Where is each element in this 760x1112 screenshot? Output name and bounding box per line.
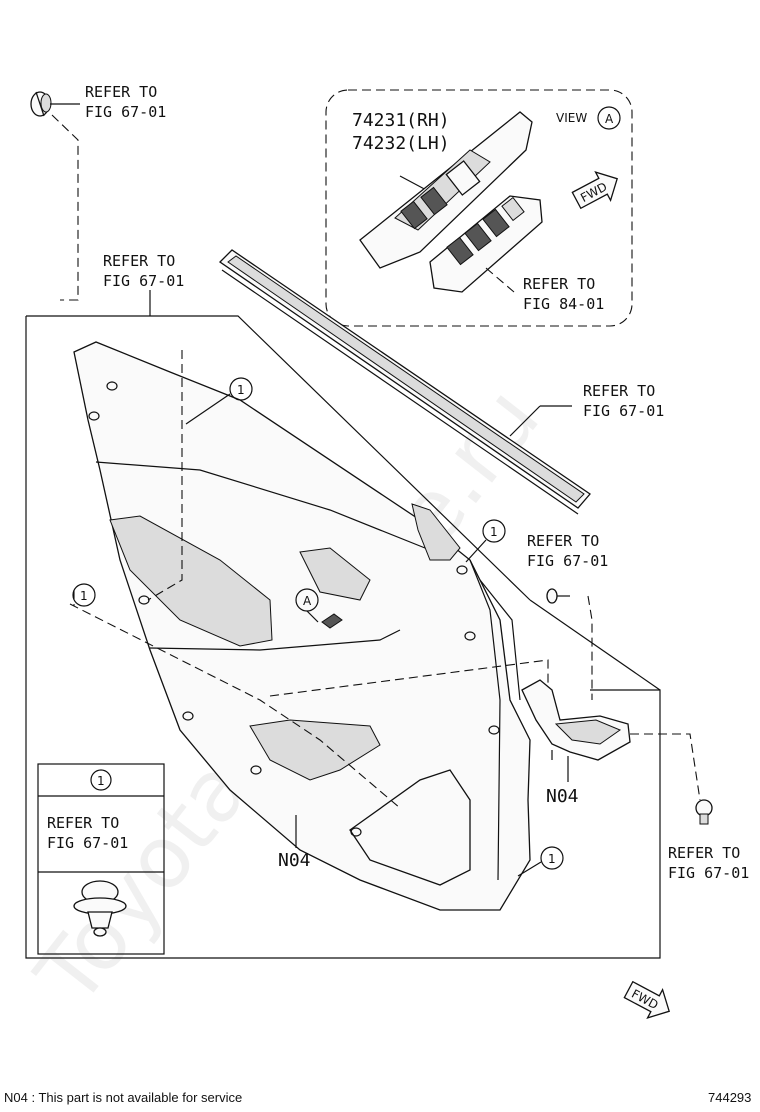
refer-bottom-right-line2: FIG 67-01 — [668, 864, 749, 882]
circle-1-upper: 1 — [229, 377, 253, 401]
refer-clip-top-line2: FIG 67-01 — [85, 103, 166, 121]
belt-weatherstrip — [218, 249, 591, 515]
view-a-circle — [597, 106, 621, 130]
svg-text:1: 1 — [548, 852, 556, 866]
fwd-arrow-bottom: FWD — [623, 980, 671, 1019]
refer-clip-top-line1: REFER TO — [85, 83, 157, 101]
svg-text:A: A — [303, 594, 312, 608]
refer-weatherstrip-line1: REFER TO — [583, 382, 655, 400]
refer-switch-line2: FIG 84-01 — [523, 295, 604, 313]
legend-text-line1: REFER TO — [47, 814, 119, 832]
svg-text:1: 1 — [80, 589, 88, 603]
clip-top-left — [30, 91, 52, 117]
refer-weatherstrip-line2: FIG 67-01 — [583, 402, 664, 420]
power-window-switch-panel — [359, 111, 533, 269]
svg-text:1: 1 — [237, 383, 245, 397]
refer-switch-line1: REFER TO — [523, 275, 595, 293]
refer-upper-left-line1: REFER TO — [103, 252, 175, 270]
refer-right-clip-line2: FIG 67-01 — [527, 552, 608, 570]
circle-1-right: 1 — [482, 519, 506, 543]
legend-ref-number: 1 — [97, 774, 105, 788]
part-number-lh: 74232(LH) — [352, 133, 450, 154]
power-window-switch-unit — [429, 195, 543, 293]
switch-inset-box — [325, 89, 633, 327]
svg-text:1: 1 — [490, 525, 498, 539]
clip-right — [546, 588, 570, 604]
armrest-bracket — [521, 679, 631, 761]
part-number-rh: 74231(RH) — [352, 110, 450, 131]
footer-note: N04 : This part is not available for ser… — [4, 1090, 242, 1105]
refer-bottom-right-line1: REFER TO — [668, 844, 740, 862]
legend-text-line2: FIG 67-01 — [47, 834, 128, 852]
circle-1-left: 1 — [72, 583, 96, 607]
legend-ref-circle — [90, 769, 112, 791]
legend-box — [37, 763, 165, 955]
clip-bottom-right — [695, 799, 713, 825]
legend-clip-drawing — [73, 880, 127, 937]
fwd-arrow-inset: FWD — [571, 171, 619, 210]
door-trim-board — [73, 341, 531, 911]
n04-label-panel: N04 — [278, 850, 311, 871]
refer-right-clip-line1: REFER TO — [527, 532, 599, 550]
view-a-letter: A — [605, 112, 614, 126]
circle-1-lower: 1 — [540, 846, 564, 870]
n04-label-bracket: N04 — [546, 786, 579, 807]
refer-upper-left-line2: FIG 67-01 — [103, 272, 184, 290]
view-label: VIEW — [556, 111, 587, 125]
diagram-number: 744293 — [708, 1090, 751, 1105]
